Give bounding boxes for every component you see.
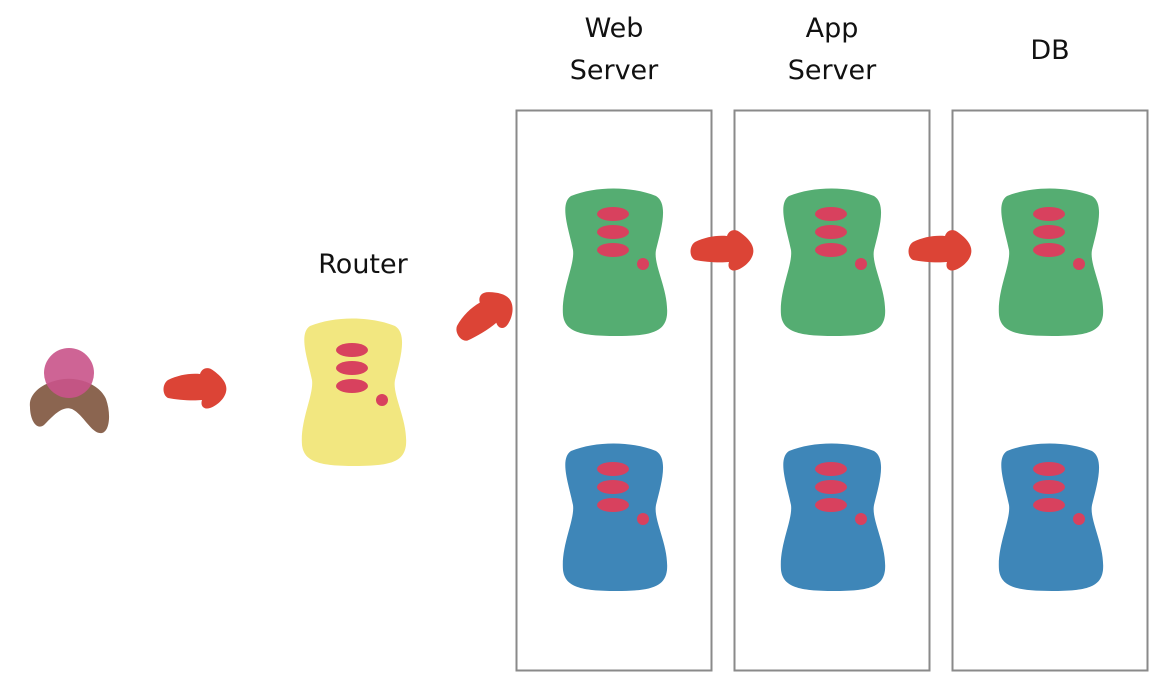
arrow-right-icon: [908, 230, 972, 271]
app-server-label: App Server: [732, 8, 932, 92]
router-icon: [301, 318, 407, 466]
server-icon-web-bottom: [562, 443, 668, 591]
tier-box-app-server: [733, 109, 931, 672]
web-server-label-line1: Web: [584, 13, 644, 44]
server-icon-app-top: [780, 188, 886, 336]
arrow-right-icon: [446, 282, 522, 352]
app-server-label-line2: Server: [787, 55, 877, 86]
router-label: Router: [318, 249, 408, 280]
server-icon-db-bottom: [998, 443, 1104, 591]
db-label: DB: [1030, 35, 1070, 66]
arrow-right-icon: [690, 230, 754, 271]
server-icon-db-top: [998, 188, 1104, 336]
user-icon: [29, 348, 110, 434]
tier-box-db: [951, 109, 1149, 672]
server-icon-app-bottom: [780, 443, 886, 591]
app-server-label-line1: App: [805, 13, 859, 44]
web-server-label: Web Server: [514, 8, 714, 92]
web-server-label-line2: Server: [569, 55, 659, 86]
server-icon-web-top: [562, 188, 668, 336]
arrow-right-icon: [163, 368, 227, 409]
tier-box-web-server: [515, 109, 713, 672]
